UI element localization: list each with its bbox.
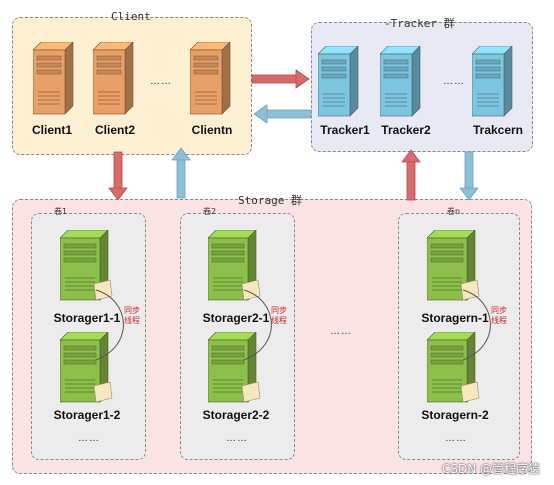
storager1-1-server-icon (60, 230, 113, 301)
client-group-title: Client (111, 10, 151, 23)
volume-1-sync-label: 同步 线程 (124, 306, 140, 325)
storagern-2-label: Storagern-2 (421, 408, 489, 422)
volume-2-sync-line (243, 289, 272, 361)
volume-1-title: 卷1 (54, 207, 68, 216)
volume-2-ellipsis: …… (226, 433, 248, 444)
tracker-to-client-arrow (253, 104, 312, 124)
client2-label: Client2 (94, 123, 136, 137)
volume-1-sync-line (95, 289, 124, 361)
volume-1-ellipsis: …… (78, 433, 100, 444)
tracker1-label: Tracker1 (320, 123, 370, 137)
storager2-2-server-icon (208, 332, 261, 403)
storager2-1-label: Storager2-1 (202, 311, 270, 325)
tracker-group-title: -Tracker 群 (384, 17, 455, 30)
tracker1-server-icon (318, 46, 359, 117)
storager1-2-server-icon (60, 332, 113, 403)
client1-server-icon (33, 42, 74, 115)
volume-n-title: 卷n (447, 207, 461, 216)
tracker-ellipsis: …… (443, 76, 465, 87)
volume-2-title: 卷2 (203, 207, 217, 216)
client-to-tracker-arrow (251, 69, 310, 89)
client-ellipsis: …… (150, 76, 172, 87)
client-to-storage-arrow (108, 151, 128, 201)
tracker-to-storage-arrow (459, 151, 479, 201)
tracker2-server-icon (380, 46, 421, 117)
storage-group-title: Storage 群 (238, 194, 302, 207)
storager1-1-label: Storager1-1 (53, 311, 121, 325)
storagern-2-server-icon (427, 332, 480, 403)
client1-label: Client1 (31, 123, 73, 137)
trackern-server-icon (472, 46, 513, 117)
clientn-server-icon (190, 42, 231, 115)
volume-2-sync-label: 同步 线程 (271, 306, 287, 325)
storagern-1-label: Storagern-1 (421, 311, 489, 325)
tracker2-label: Tracker2 (381, 123, 431, 137)
storager2-2-label: Storager2-2 (202, 408, 270, 422)
volume-n-ellipsis: …… (445, 433, 467, 444)
volume-n-sync-label: 同步 线程 (491, 306, 507, 325)
storager1-2-label: Storager1-2 (53, 408, 121, 422)
csdn-watermark: CSDN @管程序猿 (441, 462, 540, 476)
storager2-1-server-icon (208, 230, 261, 301)
trackern-label: Trakcern (472, 123, 524, 137)
storage-between-ellipsis: …… (330, 326, 352, 337)
volume-n-sync-line (462, 289, 491, 361)
client2-server-icon (93, 42, 134, 115)
storage-to-tracker-arrow (401, 149, 421, 201)
clientn-label: Clientn (191, 123, 233, 137)
storage-to-client-arrow (171, 147, 191, 199)
